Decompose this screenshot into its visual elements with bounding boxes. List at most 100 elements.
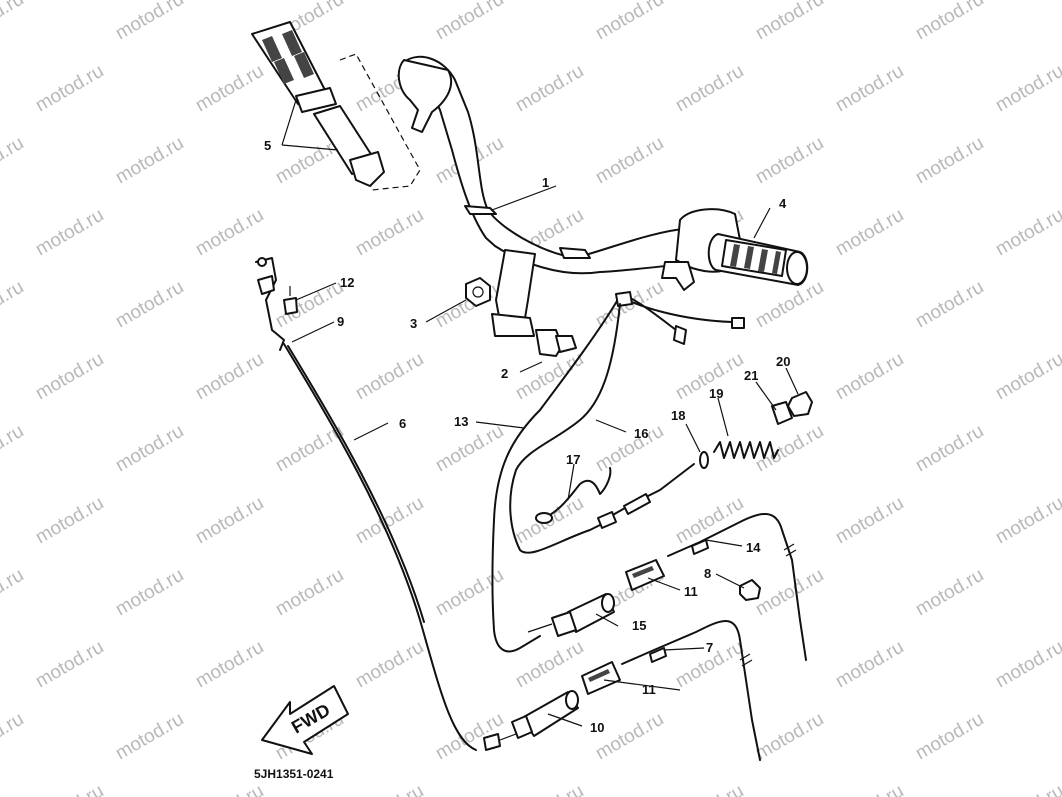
clip-part-21: [771, 401, 793, 425]
watermark-text: motod.ru: [32, 349, 107, 405]
part-label-4: 4: [779, 196, 787, 211]
watermark-text: motod.ru: [352, 205, 427, 261]
watermark-text: motod.ru: [112, 0, 187, 44]
watermark-text: motod.ru: [992, 637, 1062, 693]
watermark-text: motod.ru: [592, 421, 667, 477]
watermark-text: motod.ru: [752, 133, 827, 189]
watermark-text: motod.ru: [752, 565, 827, 621]
watermark-text: motod.ru: [912, 277, 987, 333]
watermark-text: motod.ru: [752, 0, 827, 44]
watermark-text: motod.ru: [752, 421, 827, 477]
watermark-text: motod.ru: [0, 709, 27, 765]
watermark-text: motod.ru: [752, 709, 827, 765]
part-label-15: 15: [632, 618, 646, 633]
watermark-text: motod.ru: [192, 781, 267, 797]
watermark-text: motod.ru: [0, 565, 27, 621]
watermark-text: motod.ru: [832, 781, 907, 797]
part-label-10: 10: [590, 720, 604, 735]
clip-part-17: [535, 467, 612, 524]
watermark-text: motod.ru: [832, 205, 907, 261]
adjuster-part-15: [527, 593, 615, 637]
nut-part-8: [739, 579, 761, 601]
part-label-20: 20: [776, 354, 790, 369]
part-label-16: 16: [634, 426, 648, 441]
part-label-21: 21: [744, 368, 758, 383]
watermark-text: motod.ru: [32, 61, 107, 117]
forward-arrow: FWD: [261, 685, 349, 755]
part-label-12: 12: [340, 275, 354, 290]
leader-lines: [281, 99, 799, 727]
part-label-13: 13: [454, 414, 468, 429]
watermark-text: motod.ru: [0, 133, 27, 189]
watermark-text: motod.ru: [912, 565, 987, 621]
part-label-17: 17: [566, 452, 580, 467]
watermark-text: motod.ru: [672, 781, 747, 797]
part-label-5: 5: [264, 138, 271, 153]
part-label-11-upper: 11: [684, 584, 698, 599]
watermark-text: motod.ru: [672, 61, 747, 117]
watermark-text: motod.ru: [32, 493, 107, 549]
cable-part-13: [491, 291, 745, 653]
watermark-text: motod.ru: [832, 493, 907, 549]
holder-part-11-upper: [625, 559, 665, 591]
watermark-text: motod.ru: [112, 565, 187, 621]
throttle-cable-part-6: [255, 257, 517, 751]
watermark-text: motod.ru: [352, 637, 427, 693]
watermark-text: motod.ru: [752, 277, 827, 333]
watermark-text: motod.ru: [112, 421, 187, 477]
watermark-text: motod.ru: [192, 493, 267, 549]
watermark-text: motod.ru: [0, 0, 27, 44]
watermark-text: motod.ru: [352, 349, 427, 405]
part-label-9: 9: [337, 314, 344, 329]
watermark-text: motod.ru: [192, 349, 267, 405]
part-label-2: 2: [501, 366, 508, 381]
rod-assembly: [597, 463, 695, 529]
watermark-text: motod.ru: [912, 421, 987, 477]
nut-part-20: [787, 391, 813, 417]
watermark-text: motod.ru: [912, 133, 987, 189]
grip-left-part-5: [251, 21, 421, 191]
watermark-text: motod.ru: [912, 709, 987, 765]
watermark-text: motod.ru: [672, 493, 747, 549]
watermark-text: motod.ru: [592, 0, 667, 44]
part-label-1: 1: [542, 175, 549, 190]
part-label-3: 3: [410, 316, 417, 331]
watermark-text: motod.ru: [32, 637, 107, 693]
watermark-text: motod.ru: [0, 277, 27, 333]
brake-cable-part-14: [667, 513, 807, 661]
part-label-11-lower: 11: [642, 682, 656, 697]
watermark-text: motod.ru: [0, 421, 27, 477]
watermark-text: motod.ru: [112, 277, 187, 333]
watermark-text: motod.ru: [112, 133, 187, 189]
spring-part-19: [713, 441, 779, 459]
watermark-text: motod.ru: [832, 349, 907, 405]
watermark-text: motod.ru: [272, 565, 347, 621]
part-labels: 1 2 3 4 5 6 7 8 9 10 11 11 12 13 14 15 1…: [264, 138, 790, 735]
bolt-part-2: [535, 329, 577, 357]
washer-part-18: [699, 451, 709, 469]
watermark-text: motod.ru: [832, 637, 907, 693]
brake-cable-part-7: [621, 620, 761, 761]
screw-part-12: [283, 286, 298, 315]
watermark-text: motod.ru: [432, 565, 507, 621]
watermark-text: motod.ru: [352, 781, 427, 797]
watermark-text: motod.ru: [992, 781, 1062, 797]
watermark-text: motod.ru: [512, 781, 587, 797]
watermark-text: motod.ru: [32, 205, 107, 261]
part-label-6: 6: [399, 416, 406, 431]
watermark-text: motod.ru: [192, 61, 267, 117]
part-label-19: 19: [709, 386, 723, 401]
watermark-text: motod.ru: [432, 0, 507, 44]
watermark-text: motod.ru: [192, 637, 267, 693]
watermark-text: motod.ru: [832, 61, 907, 117]
watermark-text: motod.ru: [592, 709, 667, 765]
adjuster-part-10: [511, 690, 579, 739]
watermark-text: motod.ru: [992, 205, 1062, 261]
part-label-18: 18: [671, 408, 685, 423]
cable-part-16: [509, 303, 621, 554]
watermark-text: motod.ru: [432, 421, 507, 477]
part-label-8: 8: [704, 566, 711, 581]
grip-right-part-4: [707, 233, 809, 286]
